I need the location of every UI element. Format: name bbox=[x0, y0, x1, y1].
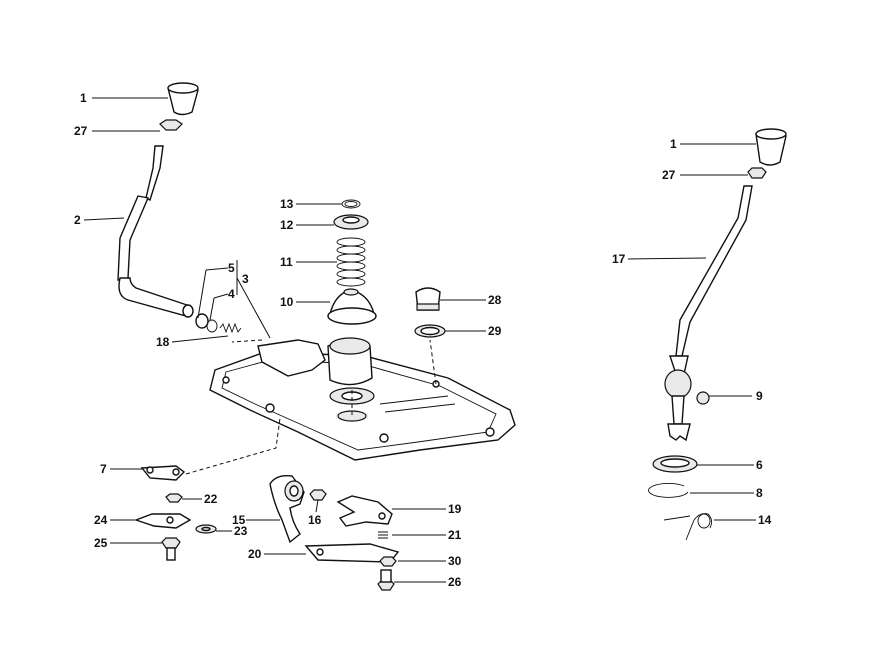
gearbox-cover bbox=[209, 337, 516, 461]
nut-22 bbox=[165, 493, 183, 503]
nut-left bbox=[159, 119, 183, 131]
callout-27-left: 27 bbox=[74, 124, 88, 138]
bolt-26 bbox=[377, 569, 395, 591]
spring-washer-5 bbox=[195, 313, 209, 329]
callout-1-left: 1 bbox=[80, 91, 87, 105]
spring-21 bbox=[378, 531, 388, 539]
callout-20: 20 bbox=[248, 547, 262, 561]
callout-26: 26 bbox=[448, 575, 462, 589]
callout-30: 30 bbox=[448, 554, 462, 568]
nut-right bbox=[747, 167, 767, 179]
callout-6: 6 bbox=[756, 458, 763, 472]
washer-29 bbox=[414, 324, 446, 338]
ball-9 bbox=[696, 391, 710, 405]
lever-plate-24 bbox=[133, 513, 192, 529]
callout-11: 11 bbox=[280, 255, 293, 269]
callout-5: 5 bbox=[228, 261, 235, 275]
callout-17: 17 bbox=[612, 252, 626, 266]
circlip-8 bbox=[648, 482, 689, 498]
callout-13: 13 bbox=[280, 197, 294, 211]
leader-lines bbox=[83, 97, 756, 583]
rubber-boot-10 bbox=[327, 288, 377, 325]
callout-21: 21 bbox=[448, 528, 462, 542]
shift-lever-19 bbox=[336, 495, 393, 527]
callout-10: 10 bbox=[280, 295, 294, 309]
callout-23: 23 bbox=[234, 524, 248, 538]
callout-22: 22 bbox=[204, 492, 218, 506]
plate-7 bbox=[140, 465, 186, 481]
callout-2: 2 bbox=[74, 213, 81, 227]
link-plate-20 bbox=[304, 543, 400, 563]
torsion-spring-14 bbox=[663, 513, 713, 541]
callout-28: 28 bbox=[488, 293, 502, 307]
gear-lever-bent bbox=[117, 145, 194, 318]
knob-right bbox=[755, 128, 787, 166]
knob-left bbox=[167, 82, 199, 116]
callout-1-right: 1 bbox=[670, 137, 677, 151]
callout-29: 29 bbox=[488, 324, 502, 338]
callout-12: 12 bbox=[280, 218, 294, 232]
bolt-25 bbox=[161, 537, 181, 561]
plug-28 bbox=[415, 287, 441, 311]
callout-19: 19 bbox=[448, 502, 462, 516]
callout-7: 7 bbox=[100, 462, 107, 476]
callout-3: 3 bbox=[242, 272, 249, 286]
callout-labels: 1 27 2 5 3 4 18 13 12 11 10 28 29 7 22 2… bbox=[74, 91, 772, 589]
gear-lever-17 bbox=[664, 185, 753, 442]
circlip-13 bbox=[341, 199, 361, 209]
callout-18: 18 bbox=[156, 335, 170, 349]
callout-15: 15 bbox=[232, 513, 246, 527]
nut-30 bbox=[379, 556, 397, 567]
callout-4: 4 bbox=[228, 287, 235, 301]
bush-6 bbox=[652, 455, 698, 473]
selector-arm-15 bbox=[269, 474, 305, 544]
detent-spring-18 bbox=[219, 322, 242, 334]
callout-25: 25 bbox=[94, 536, 108, 550]
callout-27-right: 27 bbox=[662, 168, 676, 182]
spring-cap-12 bbox=[333, 214, 369, 230]
screw-16 bbox=[309, 489, 327, 501]
circlip-4 bbox=[206, 319, 218, 333]
callout-8: 8 bbox=[756, 486, 763, 500]
washer-23 bbox=[195, 524, 217, 534]
callout-16: 16 bbox=[308, 513, 322, 527]
coil-spring-11 bbox=[336, 237, 366, 287]
callout-9: 9 bbox=[756, 389, 763, 403]
callout-24: 24 bbox=[94, 513, 108, 527]
callout-14: 14 bbox=[758, 513, 772, 527]
